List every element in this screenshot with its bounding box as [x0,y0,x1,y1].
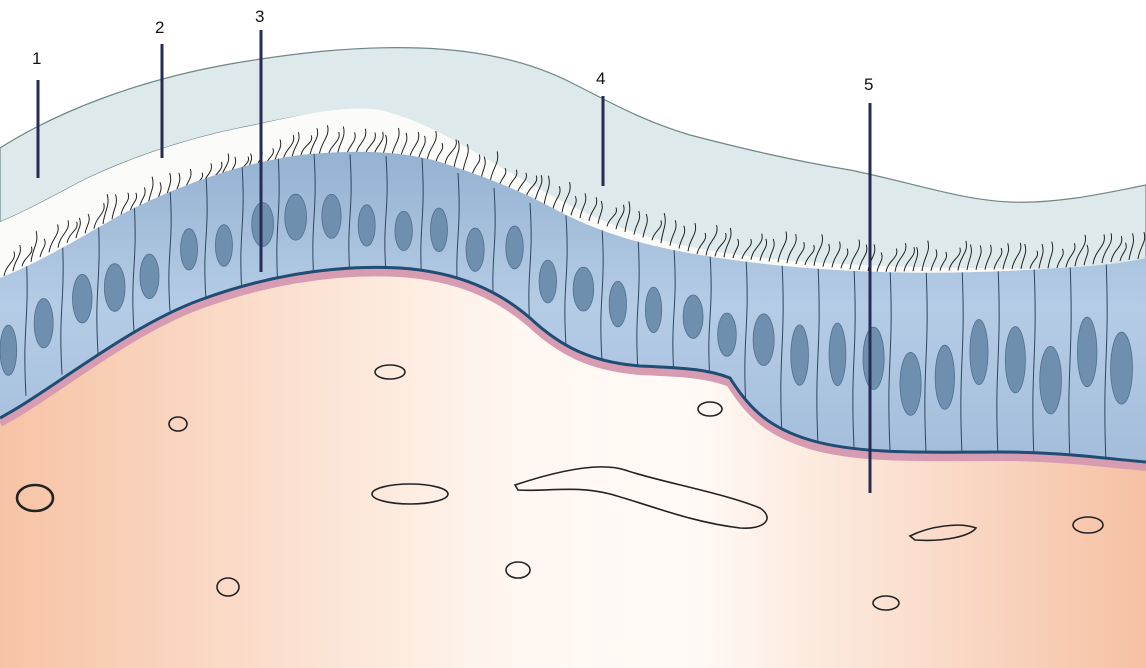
cell-nucleus [829,323,846,386]
cell-nucleus [466,228,484,271]
callout-2-label: 2 [155,18,164,37]
cell-nucleus [140,254,159,299]
cell-nucleus [1111,332,1133,404]
cell-nucleus [0,325,17,375]
callout-5-label: 5 [864,75,873,94]
cell-nucleus [683,295,703,338]
callout-3-label: 3 [255,7,264,26]
cell-nucleus [34,299,53,348]
cell-nucleus [1005,327,1025,393]
callout-1-label: 1 [32,49,41,68]
cell-nucleus [609,281,626,327]
callout-4-label: 4 [596,69,605,88]
cell-nucleus [645,287,661,333]
cell-nucleus [573,267,594,311]
cell-nucleus [215,225,232,267]
cell-nucleus [900,352,921,415]
cell-nucleus [358,205,375,246]
cell-nucleus [1077,317,1097,387]
cell-nucleus [431,208,448,252]
cell-nucleus [181,229,198,270]
cell-nucleus [73,274,93,322]
cell-nucleus [285,194,307,240]
cell-nucleus [935,345,954,409]
cell-nucleus [104,264,125,312]
cell-nucleus [506,226,523,269]
cell-nucleus [718,313,737,356]
cell-nucleus [753,314,774,366]
cell-nucleus [539,260,556,303]
cell-nucleus [863,327,884,389]
cell-nucleus [1040,346,1062,413]
cell-nucleus [252,203,274,247]
cell-nucleus [970,320,988,385]
cell-nucleus [791,325,809,385]
cell-nucleus [395,211,412,250]
cell-nucleus [322,194,341,238]
